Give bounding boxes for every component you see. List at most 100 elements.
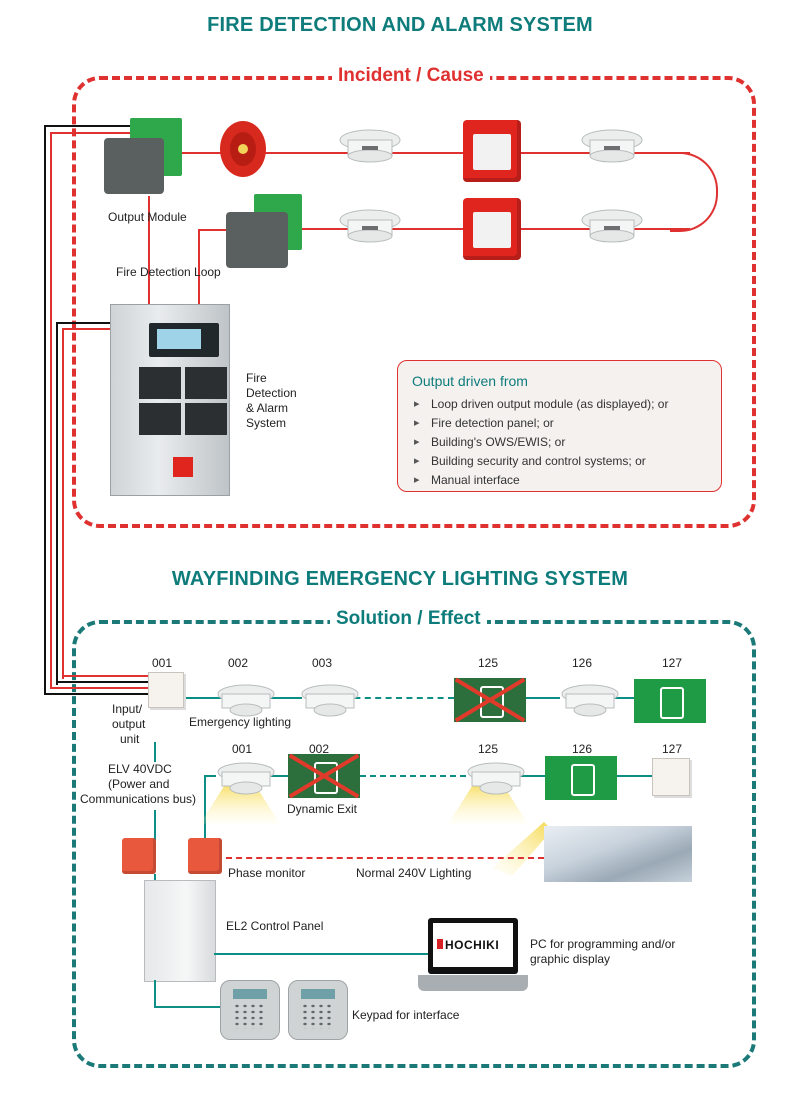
bus-wire-red-2 xyxy=(62,328,64,679)
sounder-icon xyxy=(220,121,266,177)
output-info-box: Output driven from Loop driven output mo… xyxy=(397,360,722,492)
panel-label-4: System xyxy=(246,416,287,430)
dynamic-exit-sign-icon xyxy=(288,753,360,799)
bus-panel-red xyxy=(62,328,110,330)
emergency-light-icon xyxy=(301,684,359,717)
list-item: Loop driven output module (as displayed)… xyxy=(414,395,668,414)
panel-label-2: Detection xyxy=(246,386,297,400)
manual-call-point-icon xyxy=(463,198,521,260)
pc-label-2: graphic display xyxy=(530,952,611,966)
row2-wire-b xyxy=(260,775,288,777)
pc-label-1: PC for programming and/or xyxy=(530,937,676,951)
effect-section-label: Solution / Effect xyxy=(330,608,487,630)
row1-wire-d xyxy=(604,697,634,699)
panel-label-1: Fire xyxy=(246,371,267,385)
output-module xyxy=(104,138,164,194)
io-label-1: Input/ xyxy=(112,702,143,716)
smoke-detector-icon xyxy=(339,129,401,163)
bus-top-black xyxy=(44,125,130,127)
normal-lighting-wire xyxy=(226,857,544,859)
bus-wire-black-1 xyxy=(44,125,46,695)
emergency-light-icon xyxy=(217,762,275,795)
io-label-2: output xyxy=(112,717,146,731)
io-unit-2 xyxy=(652,758,690,796)
row2-riser-wire xyxy=(204,775,206,845)
smoke-detector-icon xyxy=(581,129,643,163)
io-label-3: unit xyxy=(120,732,140,746)
row2-address-001: 001 xyxy=(232,742,253,756)
bus-io-black-1 xyxy=(44,693,148,695)
row2-wire-c xyxy=(510,775,546,777)
smoke-detector-icon xyxy=(339,209,401,243)
light-beam-icon xyxy=(492,822,552,876)
bus-io-red-1 xyxy=(50,687,148,689)
emergency-light-icon xyxy=(561,684,619,717)
row2-address-127: 127 xyxy=(662,742,683,756)
bus-top-red xyxy=(50,132,130,134)
bus-panel-black xyxy=(56,322,110,324)
el2-control-panel xyxy=(144,880,216,982)
elv-bus-wire-mid xyxy=(154,810,156,840)
panel-label-3: & Alarm xyxy=(246,401,289,415)
el2-keypad-wire xyxy=(154,1006,224,1008)
brand-logo-text: HOCHIKI xyxy=(445,938,500,952)
hochiki-logo-icon xyxy=(437,939,443,949)
row1-wire-c xyxy=(526,697,560,699)
bus-wire-red-1 xyxy=(50,132,52,689)
el2-pc-wire xyxy=(214,953,428,955)
office-lighting-photo xyxy=(544,826,692,882)
emergency-lighting-label: Emergency lighting xyxy=(189,715,292,729)
fire-loop-label: Fire Detection Loop xyxy=(116,265,221,279)
bus-io-red-2 xyxy=(62,675,148,677)
loop-top-wire xyxy=(180,152,690,154)
row1-wire-b xyxy=(258,697,302,699)
phase-monitor-relay-2 xyxy=(188,838,222,874)
phase-monitor-label: Phase monitor xyxy=(228,866,306,880)
io-unit xyxy=(148,672,184,708)
keypad-label: Keypad for interface xyxy=(352,1008,460,1022)
output-module-2 xyxy=(226,212,288,268)
laptop: HOCHIKI xyxy=(428,918,518,974)
list-item: Manual interface xyxy=(414,471,668,490)
el2-label: EL2 Control Panel xyxy=(226,919,324,933)
el2-bus-wire xyxy=(154,874,156,882)
output-module-label: Output Module xyxy=(108,210,187,224)
list-item: Building's OWS/EWIS; or xyxy=(414,433,668,452)
loop-down-wire xyxy=(198,229,200,305)
row1-address-125: 125 xyxy=(478,656,499,670)
row2-address-126: 126 xyxy=(572,742,593,756)
row2-dashed-wire xyxy=(360,775,466,777)
exit-sign-icon xyxy=(634,679,706,723)
row1-address-126: 126 xyxy=(572,656,593,670)
elv-label-1: ELV 40VDC xyxy=(108,762,172,776)
row1-address-003: 003 xyxy=(312,656,333,670)
phase-monitor-relay-1 xyxy=(122,838,156,874)
elv-label-3: Communications bus) xyxy=(80,792,197,806)
row2-wire-a xyxy=(204,775,216,777)
row1-address-002: 002 xyxy=(228,656,249,670)
light-beam-icon xyxy=(448,780,528,824)
row1-dashed-wire xyxy=(344,697,454,699)
smoke-detector-icon xyxy=(581,209,643,243)
exit-sign-icon xyxy=(545,756,617,800)
info-box-list: Loop driven output module (as displayed)… xyxy=(414,395,668,490)
emergency-light-icon xyxy=(217,684,275,717)
row1-wire-a xyxy=(182,697,222,699)
keypad-icon xyxy=(288,980,348,1040)
fire-alarm-panel xyxy=(110,304,230,496)
dynamic-exit-label: Dynamic Exit xyxy=(287,802,358,816)
list-item: Fire detection panel; or xyxy=(414,414,668,433)
row2-address-125: 125 xyxy=(478,742,499,756)
row2-address-002: 002 xyxy=(309,742,330,756)
bus-io-black-2 xyxy=(56,681,148,683)
list-item: Building security and control systems; o… xyxy=(414,452,668,471)
elv-label-2: (Power and xyxy=(108,777,170,791)
exit-sign-crossed-icon xyxy=(454,677,526,723)
wayfinding-system-title: WAYFINDING EMERGENCY LIGHTING SYSTEM xyxy=(171,568,629,590)
module-down-wire xyxy=(148,196,150,306)
fire-system-title: FIRE DETECTION AND ALARM SYSTEM xyxy=(207,14,593,36)
cause-section-label: Incident / Cause xyxy=(332,65,490,87)
laptop-base xyxy=(418,975,528,991)
info-box-title: Output driven from xyxy=(412,373,528,389)
elv-bus-wire-top xyxy=(154,742,156,762)
